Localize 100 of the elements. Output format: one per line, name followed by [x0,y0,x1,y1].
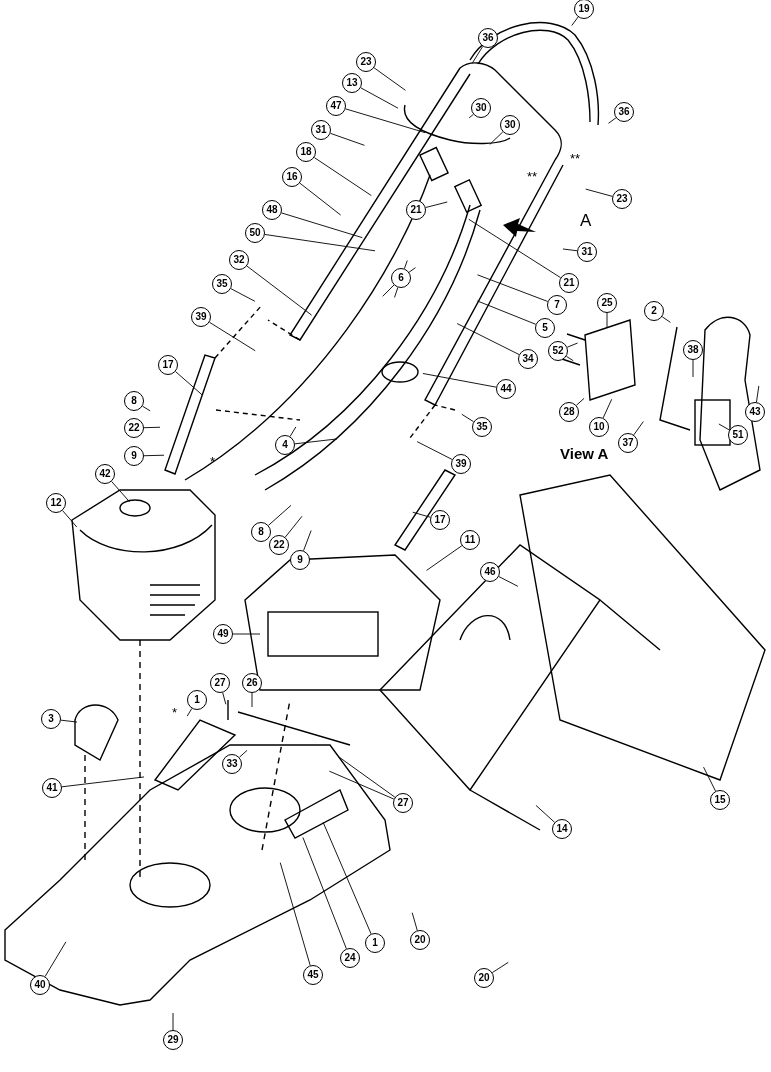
leader-line [703,766,716,792]
leader-line [251,692,253,708]
callout-number: 20 [474,968,494,988]
callout-number: 9 [124,446,144,466]
leader-line [360,87,399,109]
callout-number: 31 [577,242,597,262]
leader-line [302,837,347,950]
callout-number: 21 [406,200,426,220]
leader-line [186,708,193,717]
leader-line [246,265,313,316]
callout-number: 22 [124,418,144,438]
callout-number: 13 [342,73,362,93]
callout-number: 9 [290,550,310,570]
leader-line [230,288,256,302]
leader-line [289,426,297,437]
callout-number: 27 [210,673,230,693]
callout-number: 49 [213,624,233,644]
callout-number: 47 [326,96,346,116]
leader-line [408,267,416,273]
callout-number: 50 [245,223,265,243]
callout-number: 5 [535,318,555,338]
callout-number: 7 [547,295,567,315]
leader-line [535,804,556,823]
callout-number: 17 [430,510,450,530]
callout-number: 48 [262,200,282,220]
leader-line [566,355,574,362]
callout-number: 37 [618,433,638,453]
callout-number: 27 [393,793,413,813]
leader-line [62,510,78,528]
callout-number: 43 [745,402,765,422]
leader-line [661,316,671,323]
leader-line [61,776,145,788]
callout-number: 8 [124,391,144,411]
callout-number: 25 [597,293,617,313]
leader-line [412,511,431,518]
callout-number: 2 [644,301,664,321]
callout-number: 36 [614,102,634,122]
callout-number: 52 [548,341,568,361]
callout-number: 46 [480,562,500,582]
callout-number: 20 [410,930,430,950]
leader-line [422,373,497,388]
callout-number: 1 [187,690,207,710]
callout-number: 12 [46,493,66,513]
leader-line [477,300,537,325]
leader-line [382,284,395,297]
leader-line [373,67,406,91]
callout-number: 38 [683,340,703,360]
callout-number: 32 [229,250,249,270]
leader-line [416,441,453,460]
leader-line [403,260,408,270]
callout-number: 29 [163,1030,183,1050]
asterisk-mark: * [210,455,216,468]
callout-number: 3 [41,709,61,729]
leader-line [222,692,227,705]
callout-number: 34 [518,349,538,369]
leader-line [562,248,578,252]
leader-line [294,438,338,445]
callout-number: 22 [269,535,289,555]
leader-line [471,46,484,64]
leader-line [585,188,613,197]
callout-number: 19 [574,0,594,19]
callout-number: 44 [496,379,516,399]
callout-number: 11 [460,530,480,550]
callout-number: 16 [282,167,302,187]
leader-line [268,504,292,526]
leader-line [718,423,730,431]
leader-line [338,756,396,798]
leader-line [175,371,203,396]
leader-line [633,421,644,436]
leader-line [489,131,504,145]
leader-line [571,16,579,26]
leader-line [303,530,312,552]
callout-number: 4 [275,435,295,455]
leader-line [756,385,760,403]
callout-number: 41 [42,778,62,798]
leader-line [299,182,342,216]
leader-line [143,454,165,457]
callout-number: 23 [356,52,376,72]
leader-line [461,413,474,423]
callout-number: 31 [311,120,331,140]
leader-line [491,961,509,974]
callout-number: 17 [158,355,178,375]
leader-line [142,405,151,412]
callout-number: 30 [471,98,491,118]
leader-line [602,398,613,419]
callout-number: 51 [728,425,748,445]
callout-number: 39 [451,454,471,474]
leader-line [172,1012,174,1031]
leader-line [606,312,608,328]
callout-number: 45 [303,965,323,985]
callout-number: 21 [559,273,579,293]
leader-line [345,108,426,134]
leader-line [279,862,311,966]
callout-number: 39 [191,307,211,327]
callout-number: 36 [478,28,498,48]
callout-number: 24 [340,948,360,968]
leader-line [44,941,67,977]
asterisk-mark: ** [527,170,538,183]
leader-line [143,426,161,429]
leader-line [411,912,418,931]
